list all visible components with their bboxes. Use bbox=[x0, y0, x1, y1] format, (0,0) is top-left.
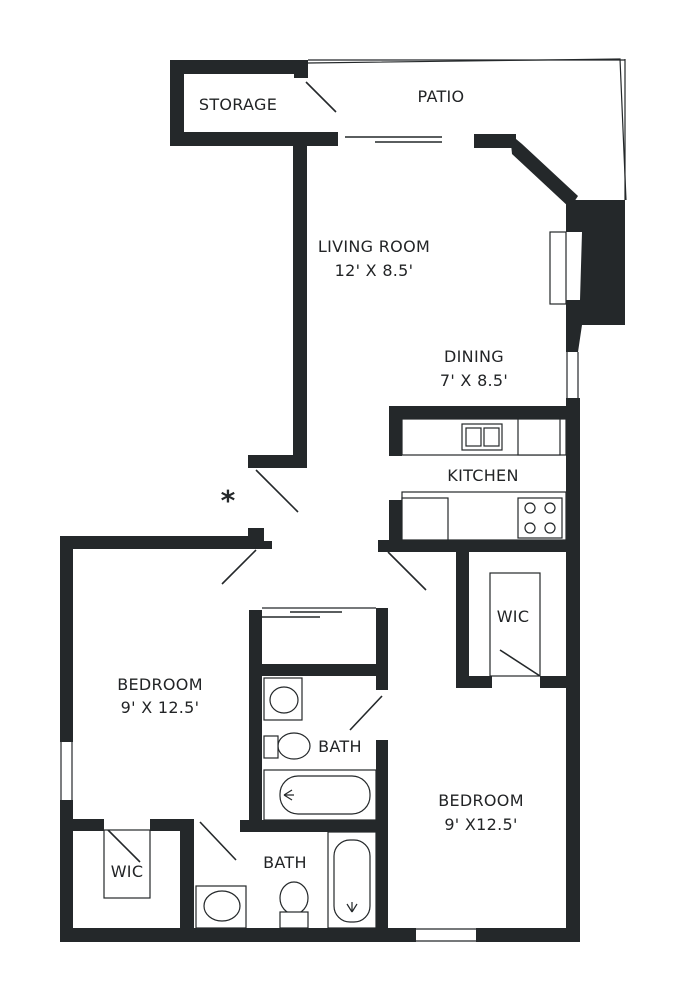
room-size-bedroom-right: 9' X12.5' bbox=[444, 815, 517, 834]
toilet-icon bbox=[279, 881, 309, 915]
toilet-icon bbox=[277, 732, 311, 760]
room-label-wic-right: WIC bbox=[497, 607, 530, 626]
bath-upper-fixtures bbox=[263, 677, 377, 821]
room-label-kitchen: KITCHEN bbox=[447, 466, 518, 485]
room-labels: STORAGE PATIO LIVING ROOM 12' X 8.5' DIN… bbox=[111, 87, 530, 881]
entry-marker: * bbox=[221, 484, 236, 517]
washer-icon bbox=[401, 497, 449, 541]
room-size-dining: 7' X 8.5' bbox=[440, 371, 508, 390]
kitchen-fixtures bbox=[401, 418, 567, 541]
room-label-bedroom-right: BEDROOM bbox=[438, 791, 524, 810]
refrigerator-icon bbox=[517, 418, 561, 456]
bedroom-left-door bbox=[221, 549, 257, 585]
bath-lower-door bbox=[199, 821, 237, 861]
room-label-bath-upper: BATH bbox=[318, 737, 362, 756]
room-label-storage: STORAGE bbox=[199, 95, 277, 114]
storage-door bbox=[305, 81, 337, 113]
wic-right-door bbox=[499, 649, 541, 677]
entry-door bbox=[255, 469, 299, 513]
room-size-living-room: 12' X 8.5' bbox=[335, 261, 414, 280]
room-label-bedroom-left: BEDROOM bbox=[117, 675, 203, 694]
wic-left-door bbox=[107, 829, 141, 863]
room-size-bedroom-left: 9' X 12.5' bbox=[121, 698, 200, 717]
walls bbox=[60, 60, 625, 942]
room-label-patio: PATIO bbox=[418, 87, 465, 106]
stove-icon bbox=[517, 497, 563, 539]
bedroom-right-door bbox=[387, 551, 427, 591]
bath-lower-fixtures bbox=[195, 831, 377, 929]
room-label-dining: DINING bbox=[444, 347, 504, 366]
room-label-bath-lower: BATH bbox=[263, 853, 307, 872]
room-label-wic-left: WIC bbox=[111, 862, 144, 881]
room-label-living-room: LIVING ROOM bbox=[318, 237, 430, 256]
doors bbox=[107, 81, 541, 863]
bath-upper-door bbox=[349, 695, 383, 731]
